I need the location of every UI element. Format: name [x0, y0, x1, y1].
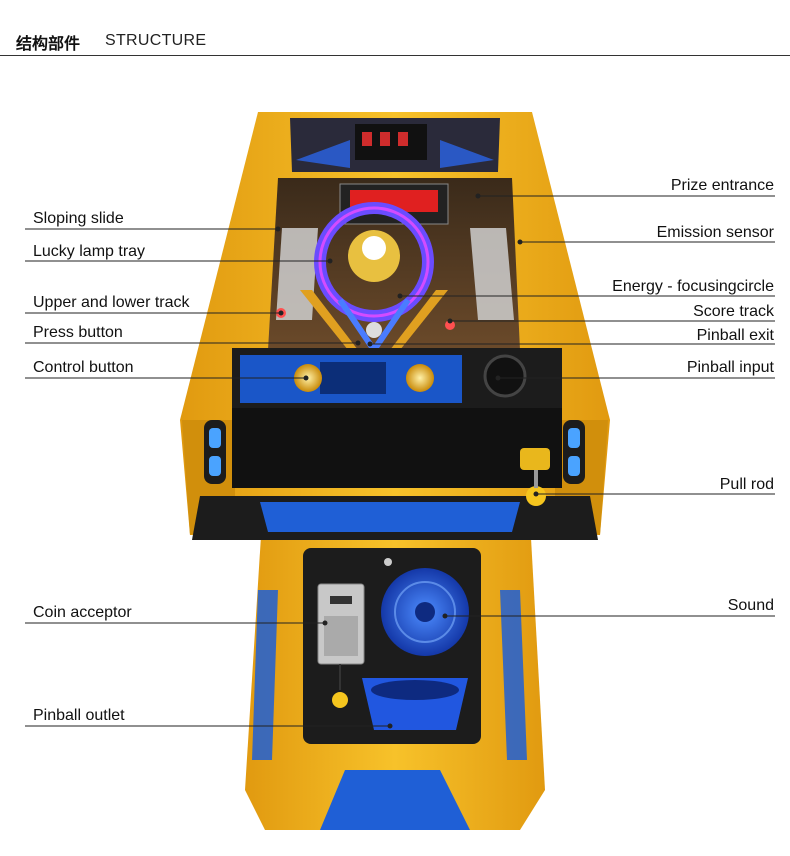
coin-acceptor-unit — [317, 583, 365, 708]
label-pinball-outlet: Pinball outlet — [33, 707, 125, 724]
label-lucky-lamp-tray: Lucky lamp tray — [33, 243, 146, 260]
playfield — [268, 178, 520, 356]
header-rule — [0, 55, 790, 56]
label-upper-lower-track: Upper and lower track — [33, 294, 190, 311]
pinball-outlet-cup — [362, 678, 468, 730]
label-press-button: Press button — [33, 324, 123, 341]
title-cn: 结构部件 — [16, 34, 81, 53]
leader-dots-left — [275, 226, 393, 729]
label-control-button: Control button — [33, 359, 134, 376]
title-en: STRUCTURE — [105, 32, 207, 49]
label-coin-acceptor: Coin acceptor — [33, 604, 132, 621]
leader-lines-left — [25, 228, 390, 727]
label-pull-rod: Pull rod — [719, 476, 774, 493]
label-pinball-input: Pinball input — [686, 359, 774, 376]
top-marquee — [290, 118, 500, 172]
label-sound: Sound — [727, 597, 774, 614]
label-prize-entrance: Prize entrance — [670, 177, 774, 194]
label-energy-focusing-circle: Energy - focusingcircle — [612, 278, 774, 295]
front-panel — [192, 408, 598, 540]
control-panel — [232, 348, 562, 408]
leader-dots-right — [367, 193, 539, 619]
header: 结构部件 STRUCTURE — [0, 0, 790, 56]
label-emission-sensor: Emission sensor — [656, 224, 774, 241]
label-score-track: Score track — [693, 303, 774, 320]
speaker-unit — [381, 558, 469, 656]
leader-lines-right — [370, 195, 775, 617]
lower-cabinet — [245, 520, 545, 830]
label-pinball-exit: Pinball exit — [696, 327, 774, 344]
label-sloping-slide: Sloping slide — [33, 210, 124, 227]
